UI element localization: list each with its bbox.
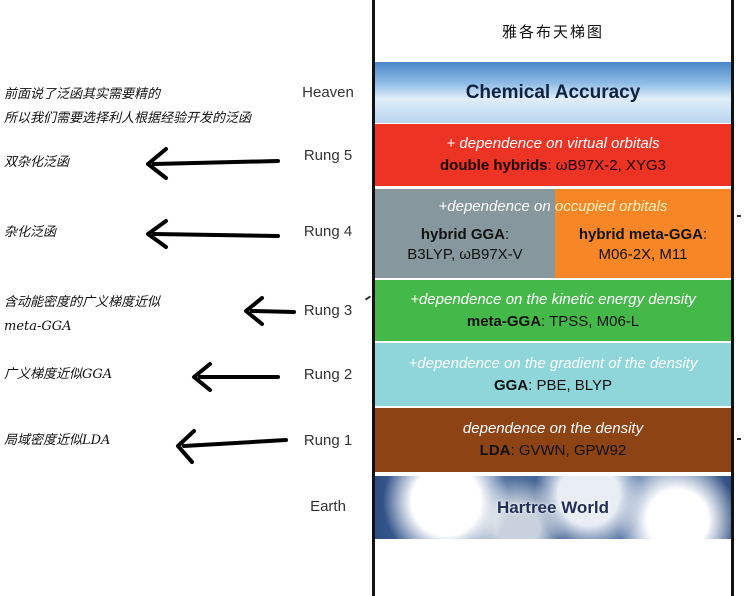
level-label-rung2: Rung 2 <box>303 366 353 383</box>
heaven-text: Chemical Accuracy <box>465 81 641 103</box>
arrow-rung3-icon <box>244 296 296 326</box>
rung4-left-examples: B3LYP, ωB97X-V <box>407 246 523 263</box>
rung5-method: double hybrids <box>440 157 548 174</box>
rung1-methods: LDA: GVWN, GPW92 <box>480 441 627 461</box>
rung4-right-method: hybrid meta-GGA <box>578 226 703 243</box>
level-label-rung3: Rung 3 <box>303 302 353 319</box>
earth-band: Hartree World <box>375 476 731 539</box>
note-rung4: 杂化泛函 <box>4 225 57 240</box>
rung4-left-panel <box>375 189 555 278</box>
rung2-band: +dependence on the gradient of the densi… <box>375 343 731 406</box>
note-heaven-line1: 前面说了泛函其实需要精的 <box>4 87 161 102</box>
rung5-examples: : ωB97X-2, XYG3 <box>547 157 666 174</box>
rung4-dependence-part2: occupied orbitals <box>554 198 668 215</box>
rung1-examples: : GVWN, GPW92 <box>510 442 627 459</box>
stray-mark <box>737 215 741 217</box>
diagram-title: 雅各布天梯图 <box>501 22 604 41</box>
rung3-band: +dependence on the kinetic energy densit… <box>375 280 731 341</box>
rung3-methods: meta-GGA: TPSS, M06-L <box>467 312 639 332</box>
rung5-methods: double hybrids: ωB97X-2, XYG3 <box>440 156 666 176</box>
level-label-rung1: Rung 1 <box>303 432 353 449</box>
rung2-examples: : PBE, BLYP <box>528 376 613 394</box>
level-label-rung5: Rung 5 <box>303 147 353 164</box>
rung3-examples: : TPSS, M06-L <box>541 312 640 330</box>
heaven-band: Chemical Accuracy <box>375 62 731 123</box>
rung3-dependence: +dependence on the kinetic energy densit… <box>410 290 696 308</box>
rung5-dependence: + dependence on virtual orbitals <box>446 135 660 152</box>
note-rung3-line1: 含动能密度的广义梯度近似 <box>4 295 161 310</box>
rung2-methods: GGA: PBE, BLYP <box>494 376 612 396</box>
arrow-rung5-icon <box>146 147 280 180</box>
level-label-heaven: Heaven <box>302 84 354 101</box>
rung4-left-method: hybrid GGA <box>420 226 505 243</box>
rung4-right-column: hybrid meta-GGA: M06-2X, M11 <box>555 225 731 265</box>
rung4-dependence-part1: +dependence on <box>438 198 555 215</box>
rung4-band: +dependence on occupied orbitals hybrid … <box>375 189 731 278</box>
ladder-left-rail <box>372 0 375 596</box>
level-label-rung4: Rung 4 <box>303 223 353 240</box>
rung3-method: meta-GGA <box>466 312 542 330</box>
rung1-method: LDA <box>479 442 511 459</box>
rung4-right-suffix: : <box>703 226 708 243</box>
rung1-dependence: dependence on the density <box>462 420 644 437</box>
stray-mark <box>364 295 372 301</box>
arrow-rung4-icon <box>146 219 280 249</box>
note-rung2: 广义梯度近似GGA <box>4 367 113 382</box>
earth-text: Hartree World <box>496 497 610 517</box>
rung2-method: GGA <box>493 376 529 394</box>
rung4-dependence: +dependence on occupied orbitals <box>375 197 731 217</box>
rung4-right-examples: M06-2X, M11 <box>598 246 688 263</box>
rung4-left-column: hybrid GGA: B3LYP, ωB97X-V <box>375 225 555 265</box>
note-rung3-line2: meta-GGA <box>4 319 72 334</box>
rung5-band: + dependence on virtual orbitals double … <box>375 124 731 186</box>
note-rung1: 局域密度近似LDA <box>4 433 111 448</box>
arrow-rung1-icon <box>176 429 288 464</box>
rung4-left-suffix: : <box>505 226 510 243</box>
arrow-rung2-icon <box>192 362 280 392</box>
stray-mark <box>737 438 741 440</box>
ladder-right-rail <box>731 0 734 596</box>
rung2-dependence: +dependence on the gradient of the densi… <box>408 354 698 372</box>
level-label-earth: Earth <box>310 498 346 515</box>
rung1-band: dependence on the density LDA: GVWN, GPW… <box>375 408 731 472</box>
note-heaven-line2: 所以我们需要选择利人根据经验开发的泛函 <box>4 111 252 126</box>
note-rung5: 双杂化泛函 <box>4 155 70 170</box>
